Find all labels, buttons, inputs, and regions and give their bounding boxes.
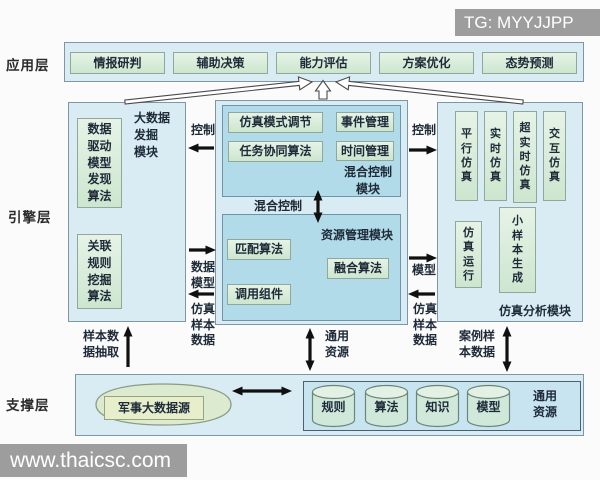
hybrid-box-sim-mode: 仿真模式调节	[228, 112, 323, 133]
cylinder-algorithms: 算法	[363, 384, 410, 428]
database-icon	[415, 384, 460, 428]
sim-sample-arrow-right	[408, 289, 435, 299]
site-watermark-badge: www.thaicsc.com	[0, 444, 187, 477]
layer-label-engine: 引擎层	[8, 210, 52, 225]
app-box-intel-analysis: 情报研判	[70, 52, 165, 74]
sim-box-small-sample: 小 样 本 生 成	[499, 207, 536, 293]
sim-box-realtime: 实 时 仿 真	[484, 111, 507, 201]
bigdata-module-title: 大数据 发掘 模块	[134, 111, 171, 159]
resource-box-fusion: 融合算法	[327, 258, 389, 279]
bigdata-box-assoc-rules: 关联 规则 挖掘 算法	[77, 234, 122, 309]
database-icon	[311, 384, 356, 428]
hybrid-box-event-mgmt: 事件管理	[336, 112, 394, 132]
cylinder-rules: 规则	[310, 384, 357, 428]
app-box-situation-predict: 态势预测	[482, 52, 577, 74]
app-box-capability-eval: 能力评估	[276, 52, 371, 74]
resource-module-title: 资源管理模块	[321, 228, 394, 242]
sim-box-super-realtime: 超 实 时 仿 真	[513, 111, 537, 203]
sim-box-run: 仿 真 运 行	[455, 221, 482, 288]
edge-label-case-sample: 案例样 本数据	[458, 329, 495, 359]
hybrid-control-link-label: 混合控制	[253, 199, 302, 213]
tg-watermark-badge: TG: MYYJJPP	[455, 9, 600, 36]
edge-label-sim-sample-left: 仿真 样本 数据	[190, 302, 215, 348]
database-icon	[466, 384, 511, 428]
cylinder-models-label: 模型	[476, 400, 501, 414]
app-box-plan-optimize: 方案优化	[379, 52, 474, 74]
hybrid-box-task-coord: 任务协同算法	[228, 141, 323, 162]
engine-to-app-arrow-up	[314, 79, 332, 100]
edge-label-control-left: 控制	[190, 123, 215, 137]
layer-label-support: 支撑层	[6, 398, 50, 413]
model-arrow	[409, 253, 437, 263]
cylinder-algorithms-label: 算法	[374, 400, 399, 414]
sim-box-interactive: 交 互 仿 真	[543, 111, 566, 201]
edge-label-data-model: 数据 模型	[190, 260, 215, 290]
database-icon	[364, 384, 409, 428]
hybrid-box-time-mgmt: 时间管理	[336, 141, 394, 161]
sim-box-parallel: 平 行 仿 真	[455, 111, 478, 201]
cylinder-knowledge-label: 知识	[425, 400, 450, 414]
support-common-resource-label: 通用 资源	[532, 389, 557, 419]
control-arrow-right	[409, 145, 437, 155]
sim-analysis-module-title: 仿真分析模块	[499, 304, 572, 318]
layer-label-application: 应用层	[6, 58, 50, 73]
common-resource-double-arrow	[305, 328, 315, 371]
sample-extract-arrow-up	[123, 326, 133, 367]
resource-box-invoke: 调用组件	[227, 284, 291, 305]
edge-label-common-resource: 通用 资源	[324, 329, 349, 359]
edge-label-model: 模型	[411, 263, 436, 277]
edge-label-sim-sample-right: 仿真 样本 数据	[412, 302, 437, 348]
app-box-decision-support: 辅助决策	[173, 52, 268, 74]
data-model-arrow	[189, 245, 216, 255]
bigdata-box-model-discovery: 数据 驱动 模型 发现 算法	[77, 118, 122, 208]
cylinder-models: 模型	[465, 384, 512, 428]
control-arrow-left	[188, 143, 214, 153]
resource-box-matching: 匹配算法	[227, 239, 291, 260]
edge-label-sample-extract: 样本数 据抽取	[82, 329, 119, 359]
cylinder-knowledge: 知识	[414, 384, 461, 428]
hybrid-module-title: 混合控制 模块	[343, 165, 392, 196]
military-bigdata-source-label: 军事大数据源	[104, 396, 204, 420]
cylinder-rules-label: 规则	[321, 400, 346, 414]
edge-label-control-right: 控制	[411, 123, 436, 137]
case-sample-double-arrow	[502, 326, 512, 372]
